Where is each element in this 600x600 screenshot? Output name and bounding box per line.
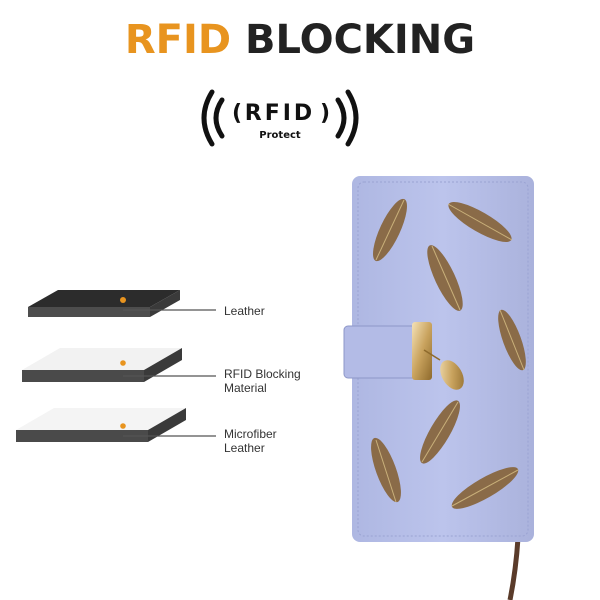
rfid-protect-badge: ( ) RFID Protect — [201, 89, 359, 147]
label-microfiber-line1: Microfiber — [224, 427, 277, 441]
badge-left-paren: ( — [232, 101, 242, 126]
wallet-image — [343, 176, 534, 600]
layer-dot — [120, 423, 126, 429]
badge-sublabel: Protect — [259, 130, 301, 141]
page-title: RFID BLOCKING — [0, 14, 600, 66]
layer-microfiber — [16, 408, 216, 442]
leaf-charm — [440, 360, 464, 390]
label-rfid-line1: RFID Blocking — [224, 367, 301, 381]
label-microfiber: Microfiber Leather — [224, 427, 277, 455]
badge-right-paren: ) — [320, 101, 330, 126]
layer-leather — [28, 290, 216, 317]
title-rfid: RFID — [124, 17, 232, 63]
layer-dot — [120, 297, 126, 303]
layer-diagram — [16, 290, 216, 442]
label-rfid-line2: Material — [224, 381, 267, 395]
label-rfid-material: RFID Blocking Material — [224, 367, 301, 395]
layer-dot — [120, 360, 126, 366]
badge-label: RFID — [245, 101, 315, 126]
leaf-veins — [375, 199, 525, 507]
rfid-signal-icon — [201, 89, 359, 147]
wallet-body — [352, 176, 534, 542]
label-leather-line1: Leather — [224, 304, 265, 318]
wallet-clasp — [412, 322, 432, 380]
title-blocking: BLOCKING — [245, 17, 476, 63]
label-leather: Leather — [224, 304, 265, 318]
layer-rfid-material — [22, 348, 216, 382]
label-microfiber-line2: Leather — [224, 441, 265, 455]
wallet-strap — [507, 537, 521, 600]
